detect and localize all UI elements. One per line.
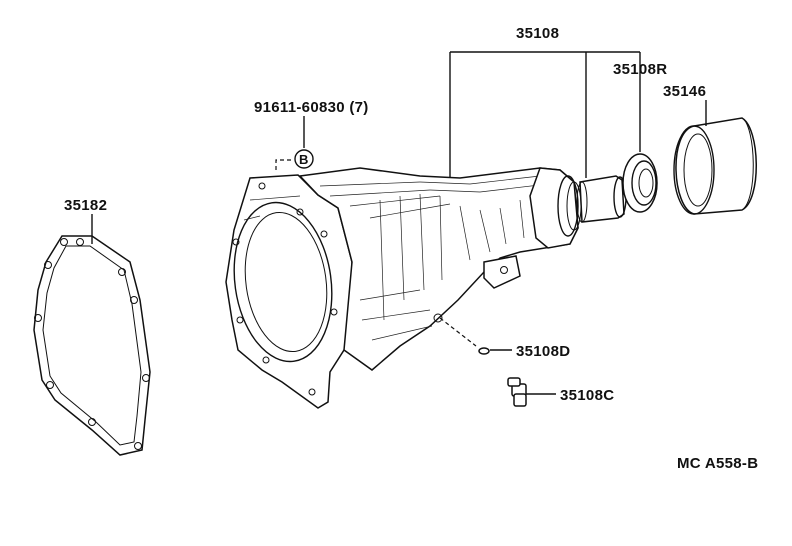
gasket-35182 — [33, 235, 151, 456]
label-35108: 35108 — [516, 25, 559, 42]
o-ring-35108D — [478, 347, 490, 355]
extension-housing-35108 — [225, 167, 582, 409]
label-35182: 35182 — [64, 197, 107, 214]
diagram-reference-code: MC A558-B — [677, 455, 758, 472]
plug-35108C — [507, 377, 527, 407]
label-bolt-marker: B — [299, 152, 308, 167]
label-35108R: 35108R — [613, 61, 667, 78]
label-35146: 35146 — [663, 83, 706, 100]
label-91611-60830: 91611-60830 (7) — [254, 99, 369, 116]
bolt-marker-circle — [294, 149, 314, 169]
bushing-sleeve — [576, 175, 627, 223]
dust-cover-35146 — [673, 117, 757, 215]
oil-seal-35108R — [622, 153, 658, 213]
label-35108D: 35108D — [516, 343, 570, 360]
leader-lines — [91, 51, 707, 395]
label-35108C: 35108C — [560, 387, 614, 404]
